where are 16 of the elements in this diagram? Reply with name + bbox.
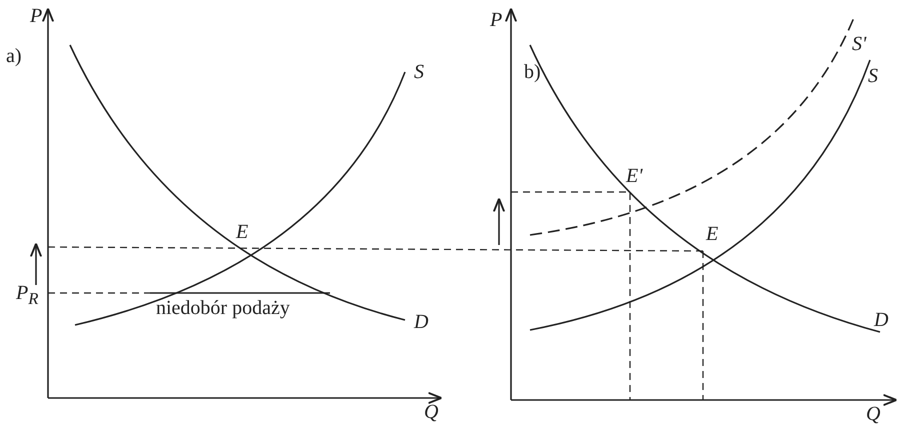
point-label: E [236,222,248,242]
curve-label: S [414,62,424,82]
shortage-label: niedobór podaży [156,298,290,318]
curve-label: S [868,66,878,86]
point-label: E' [626,166,642,186]
axis-label: Q [424,402,438,422]
panel-label: b) [524,62,541,82]
curve-label: S' [852,34,866,54]
panel-label: a) [6,46,22,66]
curve-label: D [414,312,428,332]
point-label: E [706,224,718,244]
axis-label: P [30,6,42,26]
curve-label: D [874,310,888,330]
price-label: P$_{R}$ [16,283,38,308]
axis-label: P [490,10,502,30]
axis-label: Q [866,404,880,424]
